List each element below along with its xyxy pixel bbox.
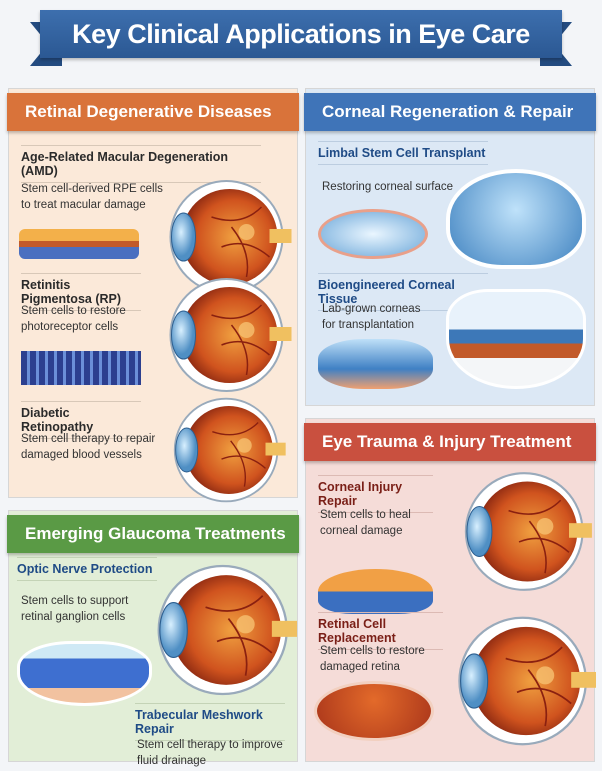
desc-line: Stem cells to restore bbox=[320, 645, 425, 657]
retina-tissue-illustration bbox=[314, 681, 434, 741]
desc-line: to treat macular damage bbox=[21, 199, 146, 211]
desc-line: Lab-grown corneas bbox=[322, 303, 421, 315]
dr-title: Diabetic Retinopathy bbox=[21, 401, 141, 439]
trauma-panel: Eye Trauma & Injury Treatment Corneal In… bbox=[304, 418, 596, 762]
desc-line: Restoring corneal surface bbox=[322, 181, 454, 193]
optic-nerve-desc: Stem cells to support retinal ganglion ce… bbox=[21, 593, 128, 625]
bioengineered-desc: Lab-grown corneas for transplantation bbox=[322, 301, 420, 333]
corneal-tissue-illustration bbox=[446, 289, 586, 389]
desc-line: for transplantation bbox=[322, 319, 415, 331]
corneal-injury-eye-illustration bbox=[444, 469, 594, 594]
desc-line: Stem cells to restore bbox=[21, 305, 126, 317]
limbal-tissue-illustration bbox=[318, 209, 428, 259]
desc-line: Stem cell-derived RPE cells bbox=[21, 183, 163, 195]
desc-line: damaged blood vessels bbox=[21, 449, 142, 461]
rpe-layer-illustration bbox=[19, 229, 139, 259]
page-title: Key Clinical Applications in Eye Care bbox=[40, 10, 562, 58]
glaucoma-heading: Emerging Glaucoma Treatments bbox=[7, 515, 299, 553]
desc-line: Stem cells to support bbox=[21, 595, 129, 607]
desc-line: fluid drainage bbox=[137, 755, 207, 767]
trabecular-desc: Stem cell therapy to improve fluid draina… bbox=[137, 737, 283, 769]
trabecular-meshwork-illustration bbox=[17, 641, 152, 706]
cornea-cells-illustration bbox=[318, 339, 433, 389]
optic-nerve-eye-illustration bbox=[137, 555, 297, 705]
dr-eye-illustration bbox=[149, 395, 294, 505]
trauma-heading: Eye Trauma & Injury Treatment bbox=[304, 423, 596, 461]
retinal-replacement-desc: Stem cells to restore damaged retina bbox=[320, 643, 425, 675]
corneal-heading: Corneal Regeneration & Repair bbox=[304, 93, 596, 131]
glaucoma-panel: Emerging Glaucoma Treatments Optic Nerve… bbox=[7, 510, 299, 767]
retinal-replacement-title: Retinal Cell Replacement bbox=[318, 612, 443, 650]
trabecular-title: Trabecular Meshwork Repair bbox=[135, 703, 285, 741]
corneal-injury-title: Corneal Injury Repair bbox=[318, 475, 433, 513]
limbal-desc: Restoring corneal surface bbox=[322, 179, 453, 195]
retinal-heading: Retinal Degenerative Diseases bbox=[7, 93, 299, 131]
amd-title: Age-Related Macular Degeneration (AMD) bbox=[21, 145, 261, 183]
desc-line: retinal ganglion cells bbox=[21, 611, 126, 623]
desc-line: corneal damage bbox=[320, 525, 403, 537]
retinal-panel: Retinal Degenerative Diseases Age-Relate… bbox=[7, 88, 299, 498]
desc-line: Stem cell therapy to improve bbox=[137, 739, 283, 751]
bioengineered-title: Bioengineered Corneal Tissue bbox=[318, 273, 488, 311]
amd-desc: Stem cell-derived RPE cells to treat macu… bbox=[21, 181, 163, 213]
desc-line: photoreceptor cells bbox=[21, 321, 119, 333]
injury-tissue-illustration bbox=[318, 569, 433, 614]
desc-line: Stem cells to heal bbox=[320, 509, 411, 521]
desc-line: Stem cell therapy to repair bbox=[21, 433, 156, 445]
cornea-dome-illustration bbox=[446, 169, 586, 269]
rp-desc: Stem cells to restore photoreceptor cells bbox=[21, 303, 126, 335]
rp-title: Retinitis Pigmentosa (RP) bbox=[21, 273, 141, 311]
photoreceptor-illustration bbox=[21, 351, 141, 385]
dr-desc: Stem cell therapy to repair damaged blood… bbox=[21, 431, 155, 463]
optic-nerve-title: Optic Nerve Protection bbox=[17, 557, 157, 581]
limbal-title: Limbal Stem Cell Transplant bbox=[318, 141, 488, 165]
retinal-replacement-eye-illustration bbox=[438, 611, 596, 751]
rp-eye-illustration bbox=[149, 275, 294, 395]
corneal-panel: Corneal Regeneration & Repair Limbal Ste… bbox=[304, 88, 596, 406]
corneal-injury-desc: Stem cells to heal corneal damage bbox=[320, 507, 411, 539]
desc-line: damaged retina bbox=[320, 661, 400, 673]
